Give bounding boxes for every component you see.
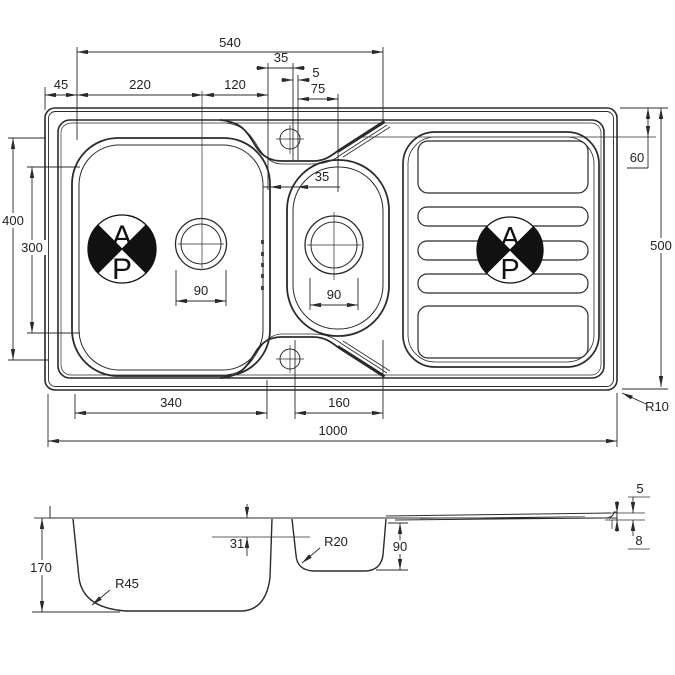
- logo-letter-p: P: [500, 254, 519, 286]
- dim-60: 60: [362, 108, 656, 169]
- svg-text:220: 220: [129, 77, 151, 92]
- svg-text:35: 35: [274, 50, 288, 65]
- main-bowl: [71, 91, 271, 377]
- svg-text:1000: 1000: [319, 423, 348, 438]
- svg-text:90: 90: [327, 287, 341, 302]
- brand-logo-bowl: A P: [87, 214, 157, 286]
- dim-220: 220: [77, 77, 203, 98]
- logo-letter-a: A: [500, 222, 520, 254]
- dim-r45: R45: [91, 576, 139, 606]
- svg-text:R10: R10: [645, 399, 669, 414]
- drainer: [402, 131, 600, 368]
- svg-text:35: 35: [315, 169, 329, 184]
- svg-text:75: 75: [311, 81, 325, 96]
- pressing-contours: [219, 119, 391, 379]
- dim-5-rim: 5: [605, 481, 650, 532]
- dim-8-edge: 8: [628, 520, 650, 550]
- side-profile: [48, 506, 618, 612]
- dim-400: 400: [0, 137, 48, 361]
- etched-marks: [261, 240, 264, 290]
- svg-text:60: 60: [630, 150, 644, 165]
- svg-text:120: 120: [224, 77, 246, 92]
- dim-300: 300: [18, 166, 80, 334]
- svg-text:45: 45: [54, 77, 68, 92]
- dim-45: 45: [44, 77, 77, 110]
- dim-90-half: 90: [309, 278, 359, 310]
- dim-r10: R10: [621, 392, 669, 414]
- dim-31: 31: [230, 504, 250, 556]
- svg-text:90: 90: [393, 539, 407, 554]
- svg-text:500: 500: [650, 238, 672, 253]
- dim-540: 540: [76, 35, 384, 140]
- sink-outline: [44, 107, 618, 391]
- side-view: 170 R45 31 R20 90: [27, 481, 650, 613]
- top-view: [44, 91, 618, 391]
- drainer-ribs: [417, 140, 589, 359]
- svg-text:31: 31: [230, 536, 244, 551]
- brand-logo-drainer: A P: [476, 216, 544, 286]
- main-drain-outer: [174, 217, 228, 271]
- svg-text:400: 400: [2, 213, 24, 228]
- svg-text:340: 340: [160, 395, 182, 410]
- tap-hole-top: [276, 125, 304, 154]
- svg-text:5: 5: [636, 481, 643, 496]
- dim-75: 75: [298, 81, 339, 192]
- svg-text:170: 170: [30, 560, 52, 575]
- side-view-dimensions: 170 R45 31 R20 90: [27, 481, 650, 613]
- dim-90-main: 90: [175, 270, 227, 306]
- dim-1000: 1000: [47, 393, 618, 447]
- svg-text:300: 300: [21, 240, 43, 255]
- tap-hole-bottom: [276, 345, 304, 373]
- svg-text:5: 5: [312, 65, 319, 80]
- dim-340: 340: [74, 380, 268, 419]
- dim-500: 500: [620, 107, 675, 390]
- svg-text:8: 8: [635, 533, 642, 548]
- logo-letter-p: P: [112, 253, 132, 286]
- dim-35-bowl-gap: 35: [263, 169, 340, 190]
- svg-text:R20: R20: [324, 534, 348, 549]
- svg-text:160: 160: [328, 395, 350, 410]
- dim-90-depth: 90: [376, 522, 411, 571]
- logo-letter-a: A: [112, 220, 132, 253]
- svg-text:540: 540: [219, 35, 241, 50]
- top-view-dimensions: 540 45 220 120 35 5: [0, 35, 675, 447]
- dim-r20: R20: [301, 534, 348, 564]
- dim-160: 160: [294, 340, 384, 419]
- dim-170: 170: [27, 517, 120, 613]
- dim-120: 120: [203, 63, 269, 190]
- svg-text:R45: R45: [115, 576, 139, 591]
- dim-5: 5: [281, 65, 320, 160]
- dim-35-tap: 35: [256, 50, 305, 160]
- svg-text:90: 90: [194, 283, 208, 298]
